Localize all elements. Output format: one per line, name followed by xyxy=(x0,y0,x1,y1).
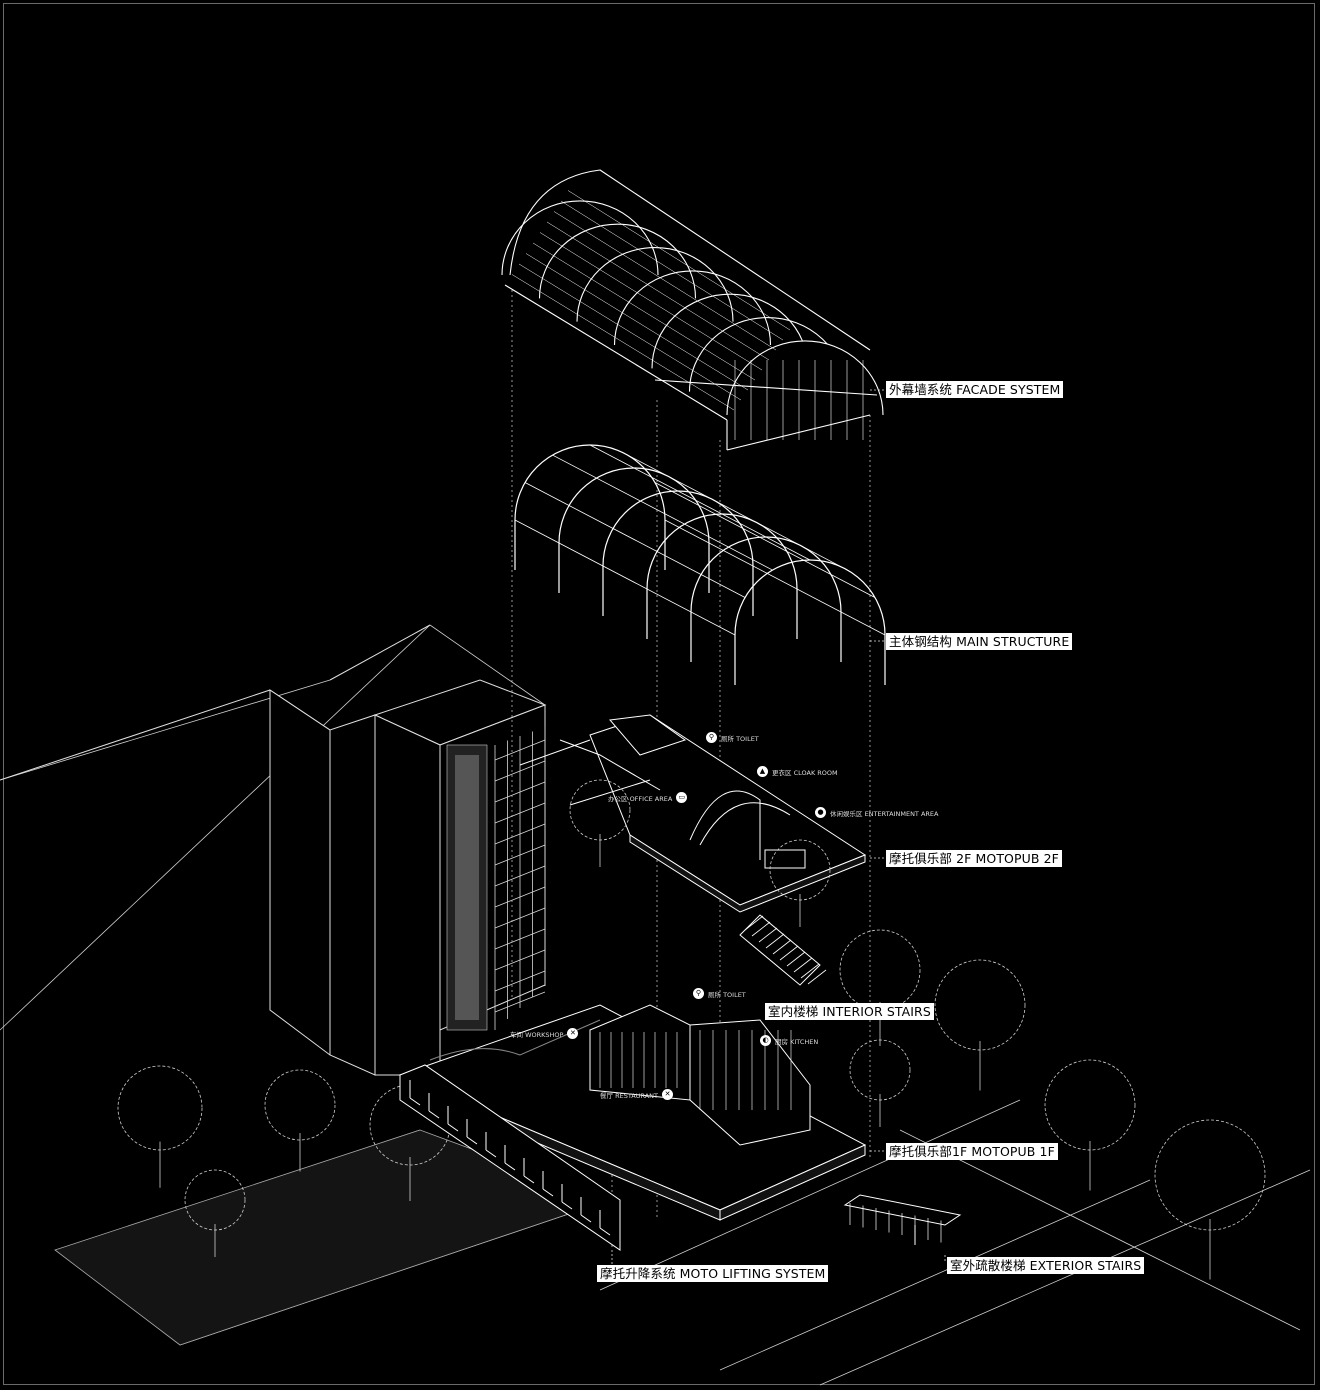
tag-1f-toilet: ⚲ 厕所 TOILET xyxy=(693,988,746,999)
wrench-icon: ✕ xyxy=(567,1028,579,1039)
tag-2f-entertainment-area: ● 休闲娱乐区 ENTERTAINMENT AREA xyxy=(815,807,938,818)
label-exterior-stairs: 室外疏散楼梯 EXTERIOR STAIRS xyxy=(947,1257,1145,1274)
cutlery-icon: ✕ xyxy=(662,1089,674,1100)
tag-1f-workshop: 车间 WORKSHOP ✕ xyxy=(510,1028,579,1039)
tag-2f-cloak-room: ▲ 更衣区 CLOAK ROOM xyxy=(757,766,838,777)
tag-2f-office-area: 办公区 OFFICE AREA ▭ xyxy=(608,792,688,803)
label-facade-system: 外幕墙系统 FACADE SYSTEM xyxy=(886,381,1064,398)
motopub-2f xyxy=(519,714,867,913)
building-perforated-panel xyxy=(446,744,488,1031)
motopub-1f xyxy=(398,1004,867,1221)
tag-1f-kitchen-text: 厨房 KITCHEN xyxy=(775,1037,819,1046)
cooking-icon: ◐ xyxy=(760,1035,771,1046)
label-motopub-1f: 摩托俱乐部1F MOTOPUB 1F xyxy=(886,1143,1058,1160)
main-structure xyxy=(514,444,886,685)
toilet-icon: ⚲ xyxy=(693,988,704,999)
building-facade-grid xyxy=(494,727,546,1030)
interior-stairs xyxy=(739,914,827,986)
tag-1f-restaurant: 餐厅 RESTAURANT ✕ xyxy=(600,1089,674,1100)
label-moto-lifting-system: 摩托升降系统 MOTO LIFTING SYSTEM xyxy=(597,1265,829,1282)
tag-2f-toilet-text: 厕所 TOILET xyxy=(721,734,759,743)
monitor-icon: ▭ xyxy=(676,792,688,803)
label-main-structure: 主体钢结构 MAIN STRUCTURE xyxy=(886,633,1073,650)
tag-2f-toilet: ⚲ 厕所 TOILET xyxy=(706,732,759,743)
tag-1f-restaurant-text: 餐厅 RESTAURANT xyxy=(600,1091,659,1100)
tag-2f-office-text: 办公区 OFFICE AREA xyxy=(608,794,673,803)
tag-2f-cloak-text: 更衣区 CLOAK ROOM xyxy=(772,768,838,777)
facade-system xyxy=(501,169,884,451)
image-frame xyxy=(3,3,1315,1385)
label-interior-stairs: 室内楼梯 INTERIOR STAIRS xyxy=(765,1003,934,1020)
hanger-icon: ▲ xyxy=(757,766,768,777)
label-motopub-2f: 摩托俱乐部 2F MOTOPUB 2F xyxy=(886,850,1062,867)
tag-1f-workshop-text: 车间 WORKSHOP xyxy=(510,1030,564,1039)
toilet-icon: ⚲ xyxy=(706,732,717,743)
moto-lifting-system xyxy=(399,1064,621,1251)
tag-1f-kitchen: ◐ 厨房 KITCHEN xyxy=(760,1035,818,1046)
game-icon: ● xyxy=(815,807,826,818)
tag-1f-toilet-text: 厕所 TOILET xyxy=(708,990,746,999)
tag-2f-entertainment-text: 休闲娱乐区 ENTERTAINMENT AREA xyxy=(830,809,939,818)
exterior-stairs xyxy=(843,1194,962,1245)
